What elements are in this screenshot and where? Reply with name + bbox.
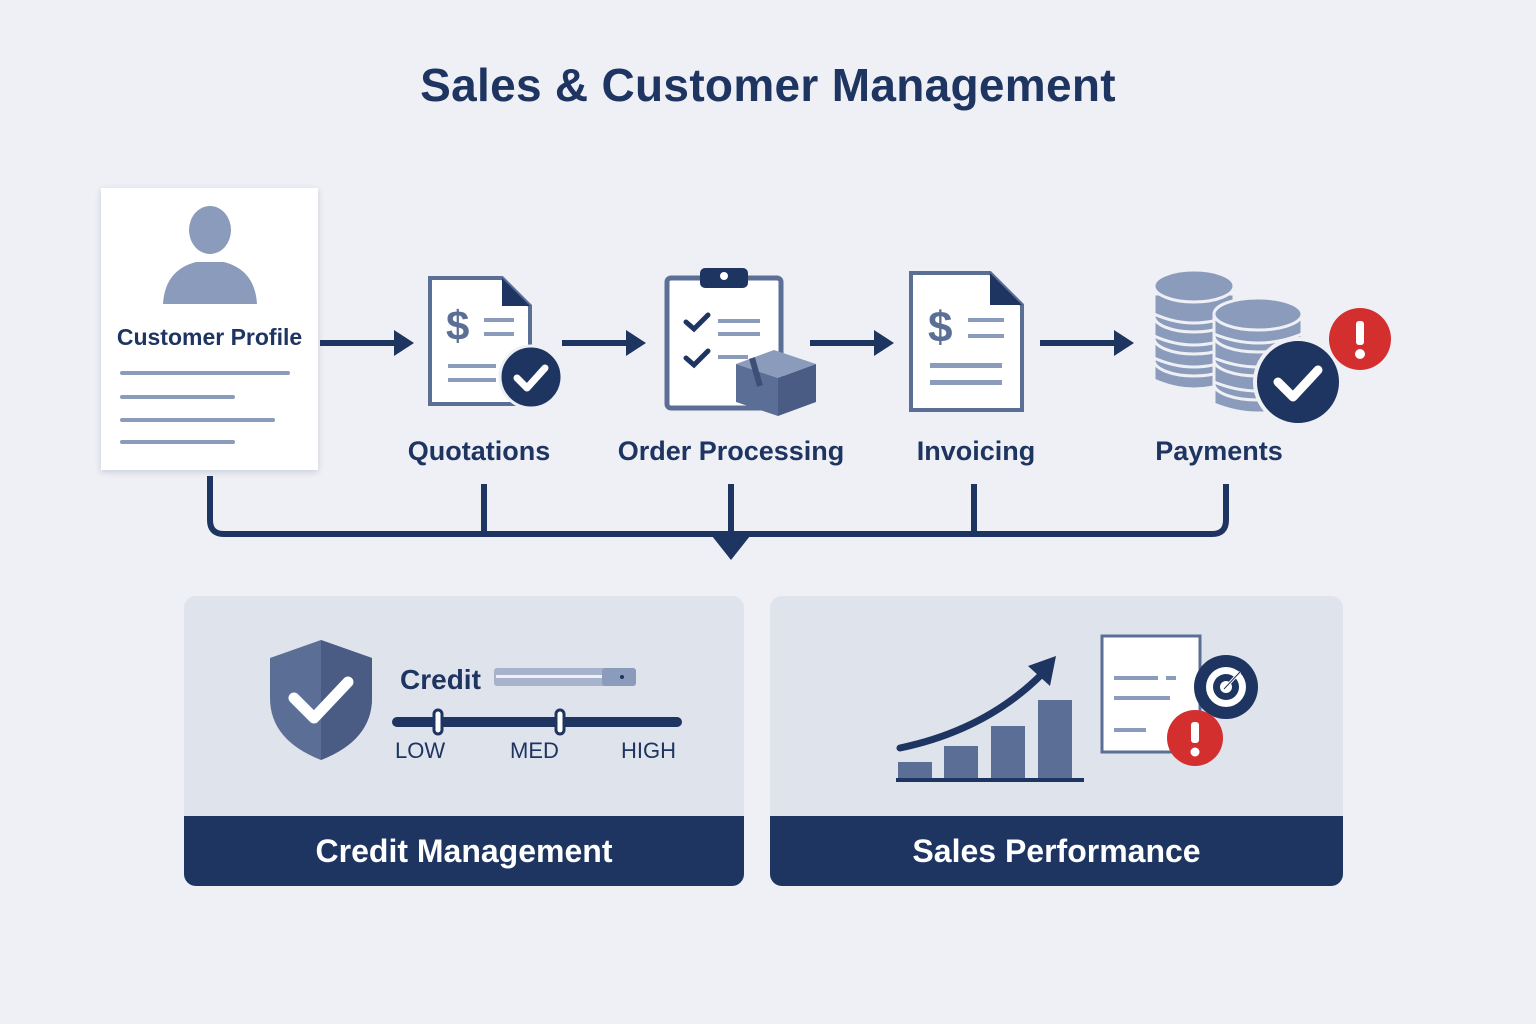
quote-document-check-icon: $ <box>428 276 564 410</box>
scale-high-label: HIGH <box>621 738 676 763</box>
credit-label: Credit <box>400 664 481 695</box>
scale-med-label: MED <box>510 738 559 763</box>
profile-text-line <box>120 418 275 422</box>
profile-text-line <box>120 371 290 375</box>
invoice-document-icon: $ <box>909 271 1024 412</box>
svg-text:$: $ <box>446 302 469 349</box>
customer-profile-label: Customer Profile <box>116 324 303 350</box>
connector-pointer <box>712 536 750 560</box>
credit-risk-scale[interactable] <box>390 706 690 746</box>
arrow-right-icon <box>810 330 894 356</box>
credit-management-title: Credit Management <box>184 816 744 886</box>
credit-management-panel[interactable]: Credit LOW MED HIGH Credit Management <box>184 596 744 886</box>
arrow-right-icon <box>1040 330 1134 356</box>
arrow-right-icon <box>320 330 414 356</box>
step-label-payments: Payments <box>1155 436 1283 466</box>
scale-low-label: LOW <box>395 738 446 763</box>
coins-check-alert-icon <box>1152 268 1391 427</box>
connector-bracket <box>207 476 1229 537</box>
profile-text-line <box>120 440 235 444</box>
customer-profile-card[interactable]: Customer Profile <box>101 188 318 470</box>
flow-arrows <box>207 330 1229 560</box>
svg-text:$: $ <box>928 303 952 352</box>
sales-performance-title: Sales Performance <box>770 816 1343 886</box>
report-target-alert-icon <box>1100 634 1258 766</box>
shield-check-icon <box>270 640 372 760</box>
arrow-right-icon <box>562 330 646 356</box>
step-label-quotations: Quotations <box>407 436 551 466</box>
sales-performance-panel[interactable]: Sales Performance <box>770 596 1343 886</box>
clipboard-box-icon <box>664 268 816 416</box>
growth-chart-icon <box>896 656 1084 782</box>
step-label-invoicing: Invoicing <box>916 436 1036 466</box>
profile-text-line <box>120 395 235 399</box>
person-icon <box>163 206 257 304</box>
credit-limit-bar <box>494 668 636 686</box>
page-title: Sales & Customer Management <box>420 59 1116 111</box>
step-label-order-processing: Order Processing <box>617 436 845 466</box>
